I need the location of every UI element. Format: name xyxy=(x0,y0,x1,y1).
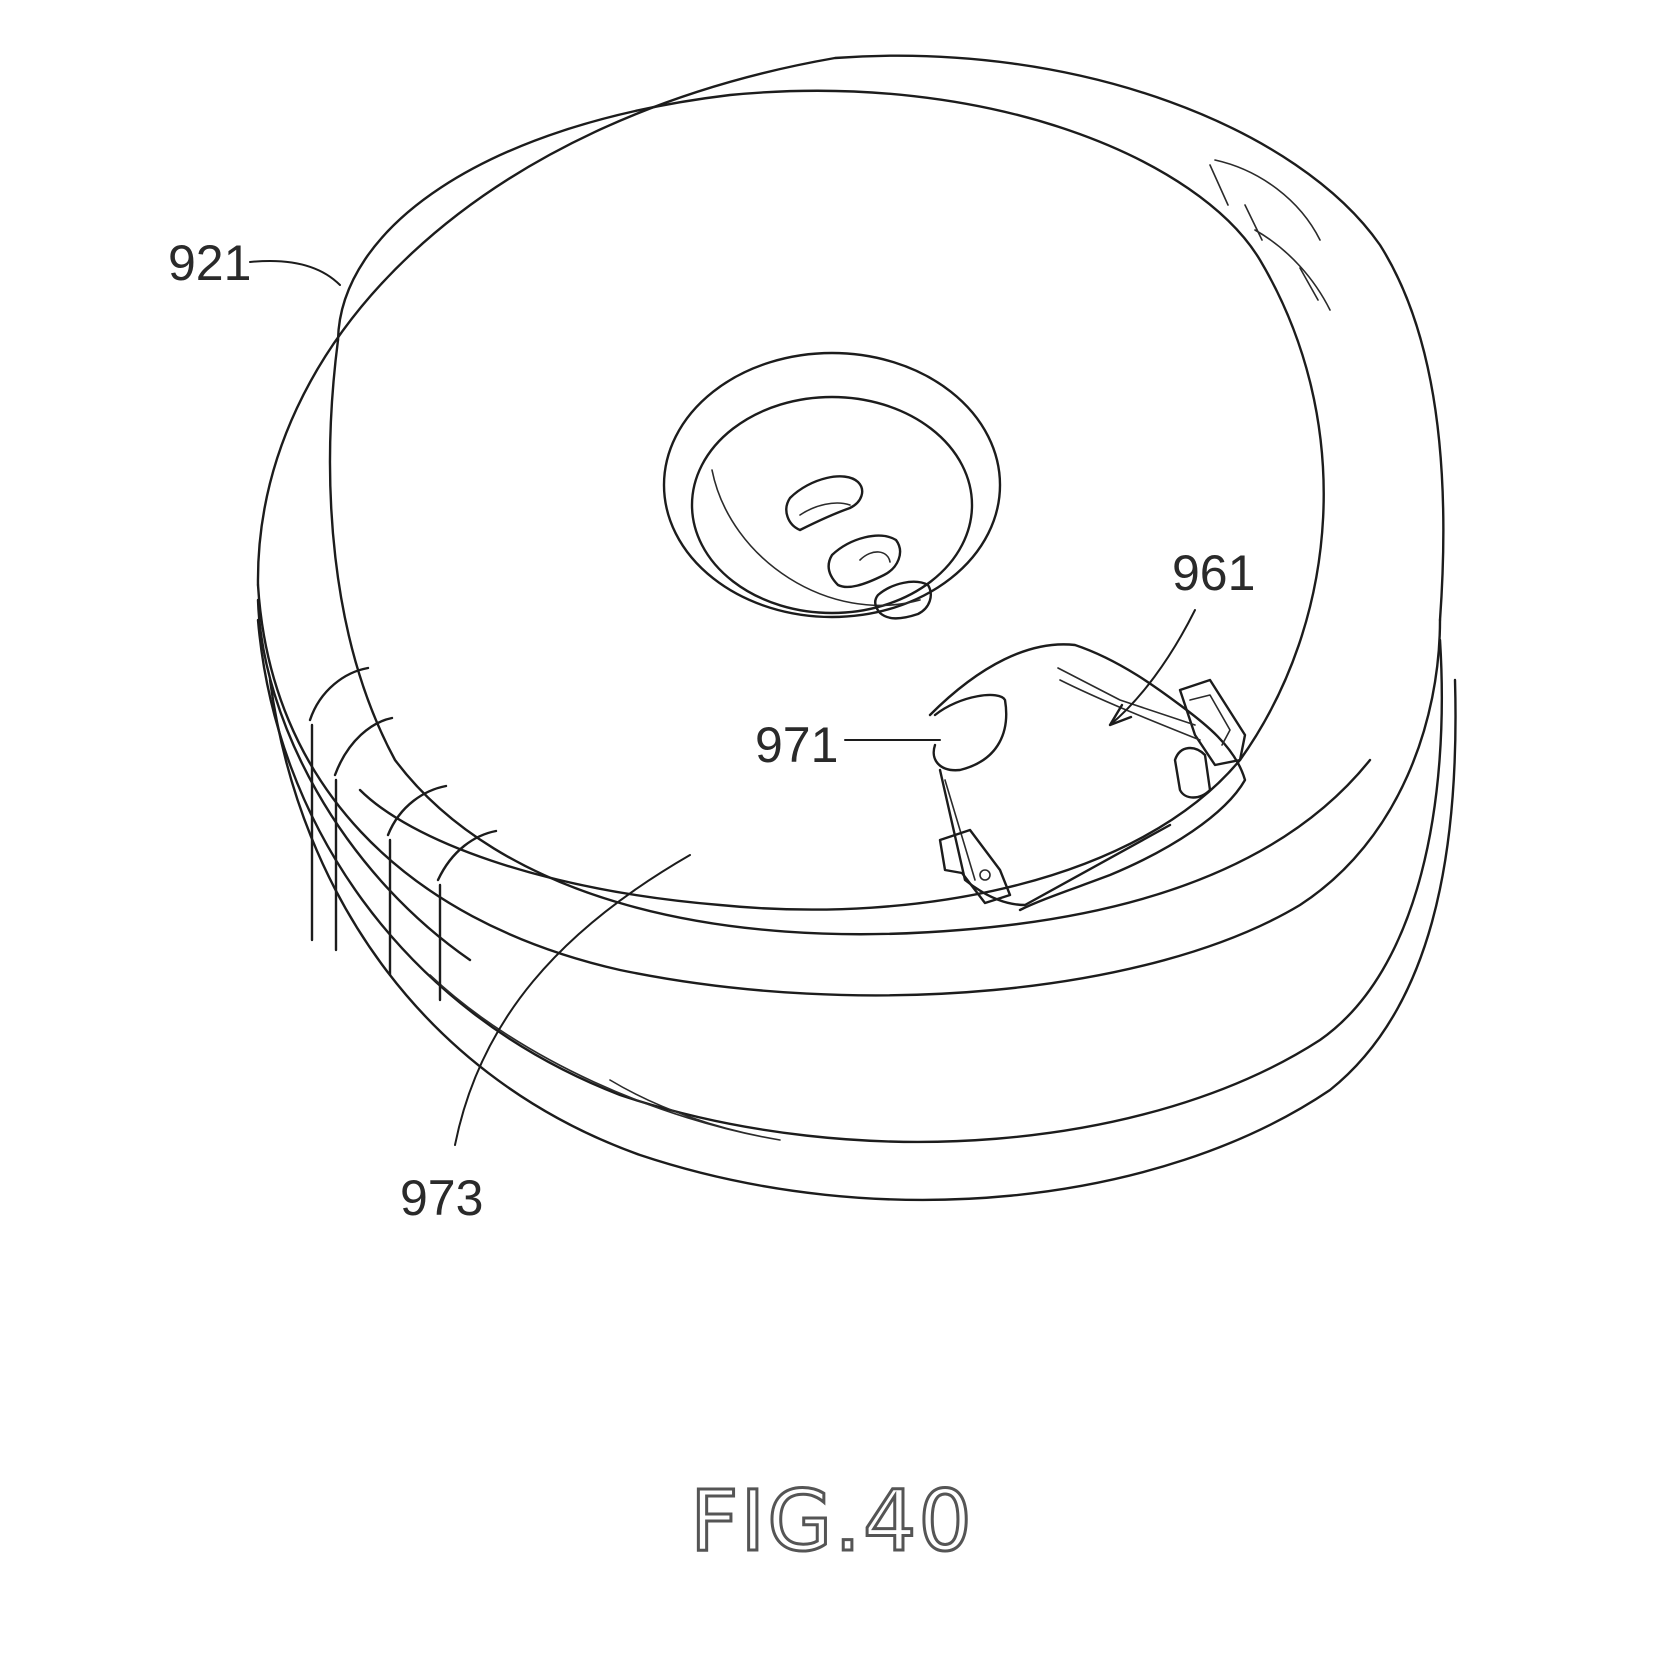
outer-top-rim xyxy=(256,54,1445,622)
central-recess xyxy=(662,351,1002,620)
upper-step-ticks xyxy=(1209,164,1319,301)
hinge-pin-left xyxy=(979,869,991,881)
hinge-clip-right-inner xyxy=(1189,694,1231,746)
slot-middle xyxy=(827,534,902,589)
recess-outer-rim xyxy=(662,351,1002,619)
recess-floor xyxy=(711,469,921,607)
ref-label-961: 961 xyxy=(1172,545,1255,601)
mid-rim-upper xyxy=(256,583,1442,997)
leader-973 xyxy=(454,854,691,1146)
grip-rib-3 xyxy=(386,784,448,977)
mid-rim-lower xyxy=(256,598,472,962)
flap-side-left xyxy=(944,779,976,881)
leader-961 xyxy=(1109,609,1196,726)
grip-rib-1 xyxy=(308,666,370,942)
hinge-clip-left xyxy=(938,828,1012,905)
slot-middle-inner xyxy=(859,551,891,563)
spout-guide-line xyxy=(1057,667,1196,726)
hinge-clip-right xyxy=(1178,678,1247,767)
ref-label-921: 921 xyxy=(168,235,251,291)
leader-961-arrow xyxy=(1108,703,1133,727)
grip-rib-2 xyxy=(333,716,394,952)
spout-tab xyxy=(1173,746,1212,799)
grip-rib-4 xyxy=(436,829,498,1002)
slot-upper xyxy=(785,475,864,532)
upper-step-band xyxy=(1214,159,1331,311)
ref-label-971: 971 xyxy=(755,717,838,773)
spout-inner-ridge xyxy=(1059,679,1201,741)
ref-label-973: 973 xyxy=(400,1170,483,1226)
lower-skirt-left xyxy=(256,618,1443,1144)
inner-plateau-edge xyxy=(336,89,1325,911)
cap-body xyxy=(256,54,1457,1202)
flap-front xyxy=(938,768,1172,907)
figure-caption: FIG.40 xyxy=(690,1472,974,1570)
spout-opening xyxy=(928,643,1247,912)
recess-inner-wall xyxy=(690,395,974,615)
flap-971 xyxy=(932,693,1008,772)
slot-lower xyxy=(874,580,932,620)
lower-skirt-bottom xyxy=(268,678,1457,1202)
skirt-groove xyxy=(429,974,781,1141)
leader-921 xyxy=(249,259,341,286)
spout-assembly xyxy=(928,643,1247,912)
plateau-front-edge xyxy=(328,338,1372,936)
slot-upper-inner xyxy=(799,502,851,516)
